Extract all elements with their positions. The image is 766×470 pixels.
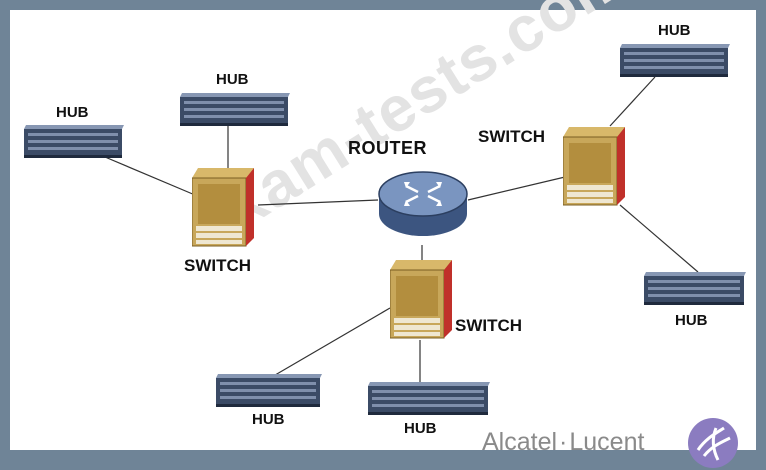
hub-right-2-label: HUB	[675, 312, 708, 329]
hub-left-2-icon	[180, 93, 290, 126]
switch-left-icon	[192, 168, 254, 247]
alcatel-lucent-logo-icon	[688, 418, 738, 468]
switch-left-label: SWITCH	[184, 256, 252, 275]
brand-right: Lucent	[569, 428, 645, 456]
link-hub-bottom-1	[269, 307, 391, 379]
hub-bottom-1-icon	[216, 374, 322, 407]
switch-right-icon	[563, 127, 625, 206]
switch-bottom-icon	[390, 260, 452, 339]
router-label: ROUTER	[348, 138, 427, 158]
brand-wordmark: Alcatel·Lucent	[482, 428, 644, 457]
hub-right-1-icon	[620, 44, 730, 77]
link-switch-left-router	[257, 199, 379, 206]
switch-bottom-label: SWITCH	[455, 316, 523, 335]
router-icon	[378, 171, 468, 236]
switch-right-label: SWITCH	[478, 127, 546, 146]
hub-bottom-2-icon	[368, 382, 490, 415]
diagram-canvas: exam-tests.com HUB HUB	[10, 0, 756, 468]
link-hub-right-2	[619, 204, 699, 273]
link-hub-left-1	[104, 156, 196, 196]
hub-right-1-label: HUB	[658, 22, 691, 39]
connection-lines	[104, 76, 699, 382]
hub-left-1-icon	[24, 125, 124, 158]
hub-left-2-label: HUB	[216, 71, 249, 88]
link-hub-right-1	[609, 76, 656, 127]
brand-left: Alcatel	[482, 428, 558, 456]
hub-right-2-icon	[644, 272, 746, 305]
link-router-switch-right	[467, 176, 566, 201]
hub-bottom-2-label: HUB	[404, 420, 437, 437]
hub-left-1-label: HUB	[56, 104, 89, 121]
hub-bottom-1-label: HUB	[252, 411, 285, 428]
brand-separator: ·	[559, 428, 568, 456]
